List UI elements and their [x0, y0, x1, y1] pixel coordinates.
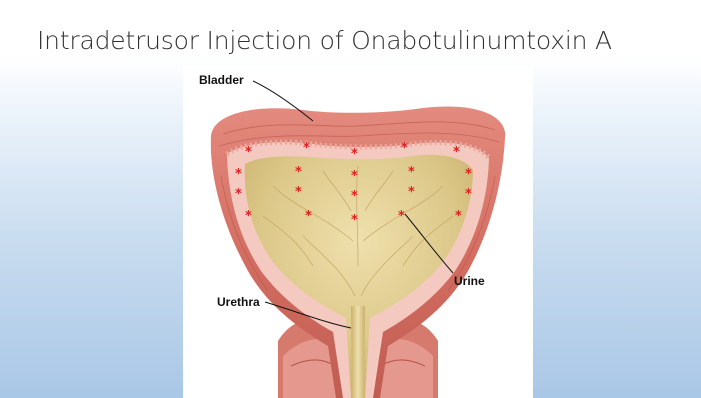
urethra-lumen — [351, 306, 365, 398]
injection-site-marker: * — [398, 209, 405, 224]
bladder-illustration: * * * * * * * * * * * * * * * * * * * * — [183, 66, 533, 398]
injection-site-marker: * — [245, 145, 252, 160]
injection-site-marker: * — [303, 141, 310, 156]
injection-site-marker: * — [295, 165, 302, 180]
injection-site-marker: * — [351, 147, 358, 162]
injection-site-marker: * — [453, 145, 460, 160]
injection-site-marker: * — [465, 187, 472, 202]
injection-site-marker: * — [465, 167, 472, 182]
injection-site-marker: * — [235, 187, 242, 202]
injection-site-marker: * — [351, 189, 358, 204]
slide-title: Intradetrusor Injection of Onabotulinumt… — [37, 26, 612, 55]
urethra-label: Urethra — [217, 295, 260, 309]
injection-site-marker: * — [351, 213, 358, 228]
urine-label: Urine — [454, 274, 485, 288]
injection-site-marker: * — [401, 141, 408, 156]
injection-site-marker: * — [245, 209, 252, 224]
injection-site-marker: * — [295, 185, 302, 200]
injection-site-marker: * — [351, 169, 358, 184]
bladder-label: Bladder — [199, 73, 244, 87]
injection-site-marker: * — [305, 209, 312, 224]
injection-site-marker: * — [235, 167, 242, 182]
injection-site-marker: * — [455, 209, 462, 224]
bladder-diagram: * * * * * * * * * * * * * * * * * * * * — [183, 66, 533, 398]
injection-site-marker: * — [408, 185, 415, 200]
injection-site-marker: * — [408, 165, 415, 180]
